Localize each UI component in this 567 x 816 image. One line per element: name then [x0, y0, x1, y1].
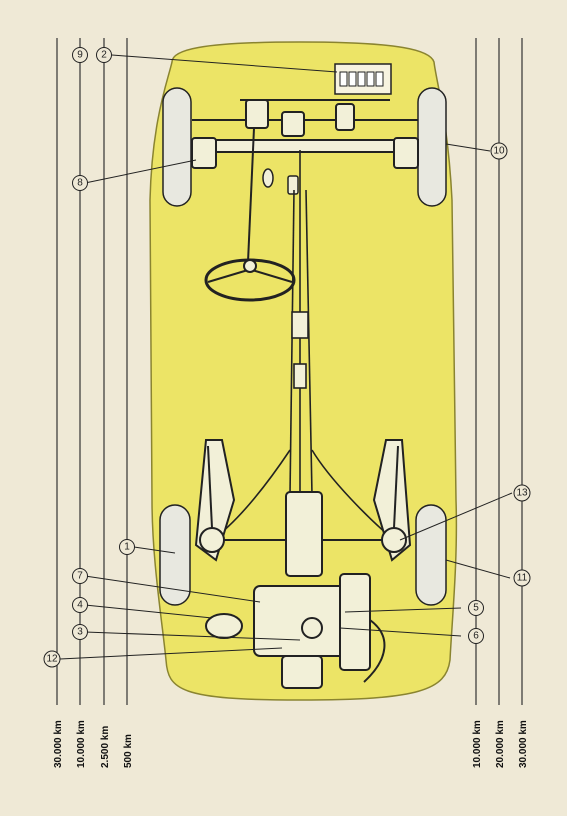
callout-12: 12 — [43, 650, 61, 668]
transmission-case — [285, 491, 323, 577]
oil-pan — [281, 655, 323, 689]
throttle-cable — [289, 189, 295, 496]
leader-11 — [445, 559, 511, 579]
steering-hub — [243, 259, 257, 273]
callout-4-label: 4 — [77, 600, 83, 611]
leader-3 — [84, 631, 301, 641]
steering-idler — [335, 103, 355, 131]
callout-12-label: 12 — [46, 654, 58, 665]
air-filter — [205, 613, 243, 639]
callout-5-label: 5 — [473, 603, 479, 614]
callout-leader-lines — [59, 54, 513, 660]
steering-assembly — [204, 127, 296, 302]
handbrake-lever — [293, 363, 307, 389]
leader-4 — [84, 604, 213, 619]
steering-column — [247, 127, 255, 263]
fuse-1 — [339, 71, 348, 87]
callout-8-label: 8 — [77, 178, 83, 189]
km-label-30000-left: 30.000 km — [53, 720, 64, 768]
km-label-30000-right: 30.000 km — [518, 720, 529, 768]
callout-9: 9 — [72, 47, 88, 63]
callout-7: 7 — [72, 568, 88, 584]
callout-9-label: 9 — [77, 50, 83, 61]
leader-2 — [111, 54, 338, 73]
callout-11-label: 11 — [517, 573, 528, 584]
callout-10: 10 — [490, 142, 508, 160]
callout-1-label: 1 — [124, 542, 130, 553]
exhaust-muffler — [339, 573, 371, 671]
front-axle-assembly — [191, 99, 419, 169]
leader-8 — [84, 159, 197, 184]
gear-lever-base — [291, 311, 309, 339]
rear-left-tire — [159, 504, 191, 606]
fuse-4 — [366, 71, 375, 87]
fuse-3 — [357, 71, 366, 87]
pedal-left — [262, 168, 274, 188]
callout-10-label: 10 — [493, 146, 505, 157]
callout-3: 3 — [72, 624, 88, 640]
rear-right-hub — [381, 527, 407, 553]
callout-4: 4 — [72, 597, 88, 613]
km-label-10000-left: 10.000 km — [76, 720, 87, 768]
leader-10 — [445, 143, 491, 152]
leader-12 — [59, 647, 283, 660]
rear-suspension — [194, 439, 412, 562]
leader-13 — [399, 492, 513, 541]
rear-right-tire — [415, 504, 447, 606]
fuse-box — [334, 63, 392, 95]
callout-8: 8 — [72, 175, 88, 191]
callout-markers: 1 2 3 4 5 6 7 8 9 10 11 12 13 — [43, 47, 531, 668]
leader-7 — [84, 575, 261, 603]
rear-left-hub — [199, 527, 225, 553]
distributor — [301, 617, 323, 639]
callout-3-label: 3 — [77, 627, 83, 638]
leader-6 — [339, 627, 462, 637]
steering-spoke-right — [251, 269, 293, 283]
km-label-10000-right: 10.000 km — [472, 720, 483, 768]
leader-5 — [344, 607, 462, 613]
callout-1: 1 — [119, 539, 135, 555]
front-axle-beam — [191, 139, 419, 153]
rear-left-spring-strut — [207, 445, 213, 529]
callout-5: 5 — [468, 600, 484, 616]
front-center-bracket — [281, 111, 305, 137]
km-label-2500-left: 2.500 km — [100, 726, 111, 768]
right-km-labels: 10.000 km 20.000 km 30.000 km — [472, 720, 529, 768]
front-right-king-pin — [393, 137, 419, 169]
fuse-2 — [348, 71, 357, 87]
front-left-tire — [162, 87, 192, 207]
engine-block — [253, 585, 351, 657]
drivetrain — [205, 491, 386, 689]
callout-2-label: 2 — [101, 50, 107, 61]
clutch-cable — [305, 189, 313, 496]
callout-6-label: 6 — [473, 631, 479, 642]
callout-7-label: 7 — [77, 571, 83, 582]
callout-13-label: 13 — [516, 488, 528, 499]
leader-1 — [133, 546, 176, 554]
fuse-5 — [375, 71, 384, 87]
pedal-right — [287, 175, 299, 195]
callout-11: 11 — [513, 569, 531, 587]
callout-6: 6 — [468, 628, 484, 644]
rear-right-spring-strut — [393, 445, 399, 529]
front-left-king-pin — [191, 137, 217, 169]
km-label-500-left: 500 km — [123, 734, 134, 768]
exhaust-pipe — [363, 619, 386, 683]
km-label-20000-right: 20.000 km — [495, 720, 506, 768]
pedal-cluster — [262, 168, 299, 195]
left-km-labels: 30.000 km 10.000 km 2.500 km 500 km — [53, 720, 134, 768]
callout-2: 2 — [96, 47, 112, 63]
steering-box — [245, 99, 269, 129]
steering-spoke-left — [207, 269, 249, 283]
left-interval-lines — [56, 38, 128, 705]
front-right-tire — [417, 87, 447, 207]
callout-13: 13 — [513, 484, 531, 502]
